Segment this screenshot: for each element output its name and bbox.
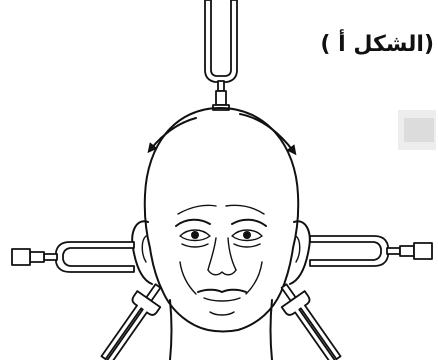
figure-label: (الشكل أ ) (318, 30, 434, 60)
curved-arrow-icon (150, 114, 294, 152)
right-tuning-fork-icon (310, 236, 432, 266)
scan-smudge (398, 110, 436, 150)
head-outline-icon (132, 108, 310, 360)
lower-right-tuning-fork-icon (273, 278, 348, 360)
lower-left-tuning-fork-icon (95, 278, 170, 360)
left-tuning-fork-icon (12, 242, 134, 272)
top-tuning-fork-icon (205, 0, 237, 110)
